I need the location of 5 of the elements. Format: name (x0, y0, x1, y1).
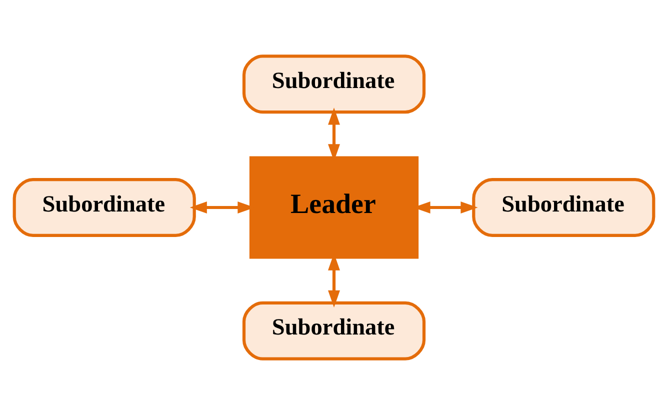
node-box: Subordinate (242, 54, 426, 114)
node-box: Subordinate (12, 178, 196, 237)
node-box: Subordinate (242, 301, 426, 360)
node-box: Leader (249, 156, 419, 259)
node-box: Subordinate (472, 178, 656, 237)
